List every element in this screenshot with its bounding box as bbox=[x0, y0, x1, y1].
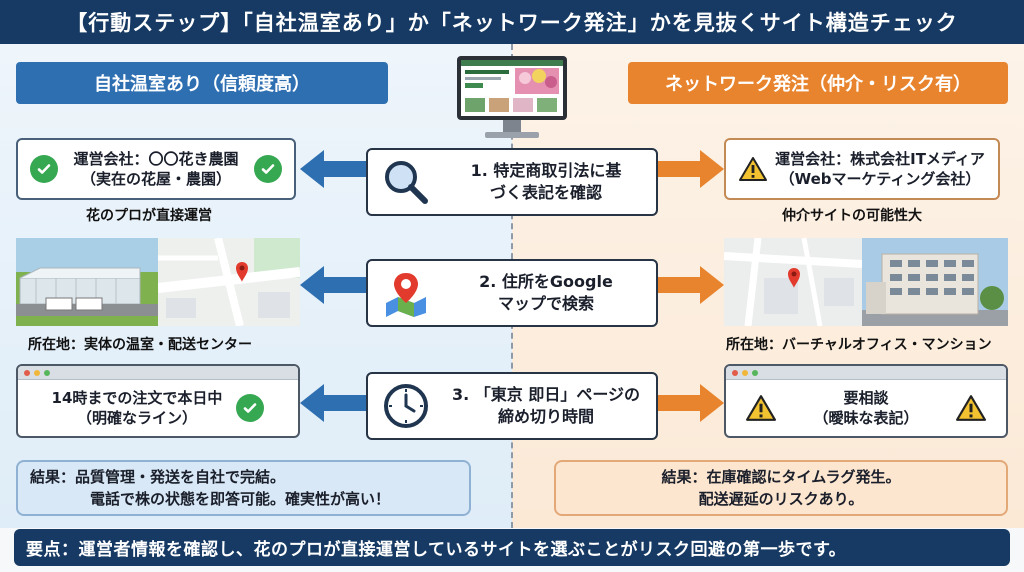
step-1: 1. 特定商取引法に基づく表記を確認 bbox=[366, 148, 658, 216]
step-1-line1: 1. 特定商取引法に基 bbox=[470, 161, 622, 181]
right-operator-card: 運営会社：株式会社ITメディア （Webマーケティング会社） bbox=[724, 138, 1000, 200]
left-result-line1: 結果：品質管理・発送を自社で完結。 bbox=[30, 468, 286, 486]
left-operator-card: 運営会社：〇〇花き農園 （実在の花屋・農園） bbox=[16, 138, 296, 200]
browser-toolbar bbox=[726, 366, 1006, 380]
step-3-line2: 締め切り時間 bbox=[497, 407, 594, 426]
left-deadline-browser: 14時までの注文で本日中 （明確なライン） bbox=[16, 364, 300, 438]
right-deadline-line1: 要相談 bbox=[843, 388, 889, 407]
check-icon bbox=[236, 394, 265, 422]
step-2-line2: マップで検索 bbox=[497, 294, 594, 313]
left-deadline-line1: 14時までの注文で本日中 bbox=[51, 388, 223, 407]
step-2: 2. 住所をGoogle マップで検索 bbox=[366, 259, 658, 327]
left-arrow-icon bbox=[300, 384, 366, 422]
right-deadline-browser: 要相談 （曖昧な表記） bbox=[724, 364, 1008, 438]
browser-toolbar bbox=[18, 366, 298, 380]
warning-icon bbox=[955, 395, 986, 421]
left-operator-caption: 花のプロが直接運営 bbox=[86, 208, 212, 224]
key-point-bar: 要点：運営者情報を確認し、花のプロが直接運営しているサイトを選ぶことがリスク回避… bbox=[14, 529, 1010, 566]
map-pin-icon bbox=[386, 273, 426, 317]
right-map-image bbox=[724, 238, 862, 326]
left-operator-line1: 運営会社：〇〇花き農園 bbox=[73, 149, 239, 168]
clock-icon bbox=[384, 384, 428, 428]
magnifier-icon bbox=[385, 161, 428, 204]
step-3: 3. 「東京 即日」ページの締め切り時間 bbox=[366, 372, 658, 440]
right-location-caption: 所在地：バーチャルオフィス・マンション bbox=[726, 337, 992, 353]
step-2-line1: 2. 住所をGoogle bbox=[479, 272, 613, 292]
left-result-line2: 電話で株の状態を即答可能。確実性が高い！ bbox=[90, 489, 391, 508]
left-result-box: 結果：品質管理・発送を自社で完結。 電話で株の状態を即答可能。確実性が高い！ bbox=[16, 460, 471, 516]
page-title: 【行動ステップ】「自社温室あり」か「ネットワーク発注」かを見抜くサイト構造チェッ… bbox=[0, 0, 1024, 44]
step-3-line1: 3. 「東京 即日」ページの bbox=[451, 385, 641, 405]
left-deadline-line2: （明確なライン） bbox=[76, 409, 197, 427]
right-operator-line2: （Webマーケティング会社） bbox=[779, 170, 981, 188]
right-column-header: ネットワーク発注（仲介・リスク有） bbox=[628, 62, 1008, 104]
left-location-caption: 所在地：実体の温室・配送センター bbox=[28, 337, 252, 353]
left-arrow-icon bbox=[300, 150, 366, 188]
step-1-line2: づく表記を確認 bbox=[489, 183, 602, 202]
right-operator-line1: 運営会社：株式会社ITメディア bbox=[775, 149, 985, 168]
left-arrow-icon bbox=[300, 266, 366, 304]
right-deadline-line2: （曖昧な表記） bbox=[813, 409, 919, 427]
check-icon bbox=[30, 155, 58, 183]
warning-icon bbox=[746, 395, 776, 421]
right-operator-caption: 仲介サイトの可能性大 bbox=[782, 208, 922, 224]
left-column-header: 自社温室あり（信頼度高） bbox=[16, 62, 388, 104]
right-result-box: 結果：在庫確認にタイムラグ発生。 配送遅延のリスクあり。 bbox=[554, 460, 1008, 516]
left-map-image bbox=[158, 238, 300, 326]
right-result-line1: 結果：在庫確認にタイムラグ発生。 bbox=[661, 468, 901, 486]
warning-icon bbox=[739, 157, 768, 181]
right-arrow-icon bbox=[658, 384, 724, 422]
greenhouse-photo bbox=[16, 238, 158, 326]
right-result-line2: 配送遅延のリスクあり。 bbox=[698, 489, 864, 508]
right-arrow-icon bbox=[658, 150, 724, 188]
left-operator-line2: （実在の花屋・農園） bbox=[80, 170, 231, 188]
monitor-icon bbox=[457, 56, 567, 138]
apartment-photo bbox=[862, 238, 1008, 326]
check-icon bbox=[253, 155, 282, 183]
right-arrow-icon bbox=[658, 266, 724, 304]
